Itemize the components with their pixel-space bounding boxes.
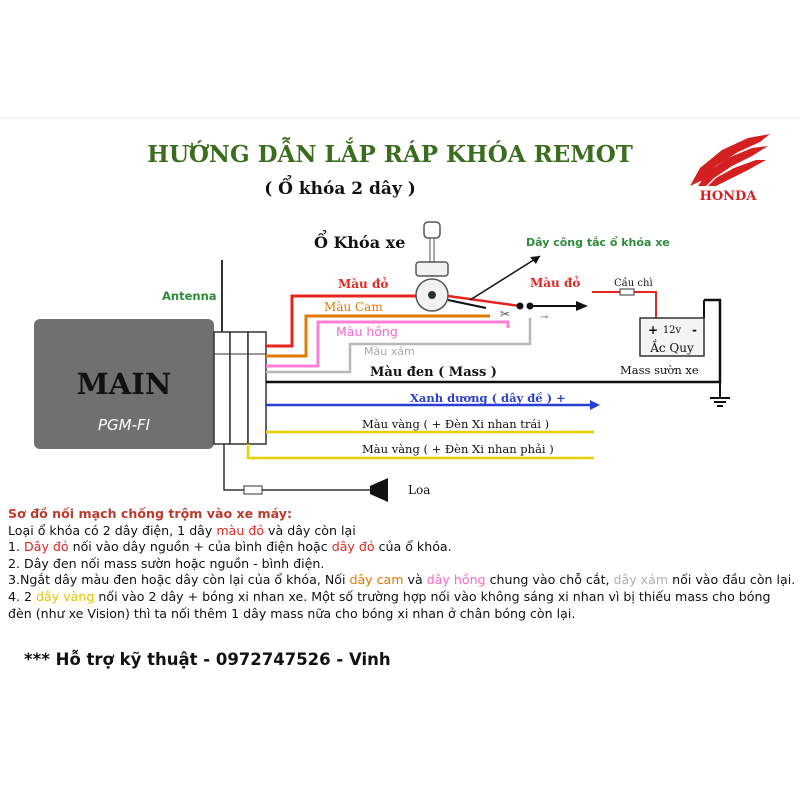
red-arrow-head [576, 301, 588, 311]
speaker-label: Loa [408, 483, 430, 497]
note-text-red: dây đỏ [331, 539, 375, 555]
red-wire-label-2: Màu đỏ [530, 275, 580, 290]
notes-heading: Sơ đồ nối mạch chống trộm vào xe máy: [8, 506, 293, 521]
connector-block-1 [213, 331, 231, 445]
gray-wire [266, 318, 532, 374]
page-title: HƯỚNG DẪN LẮP RÁP KHÓA REMOT [147, 137, 633, 168]
yellow-wire-right-label: Màu vàng ( + Đèn Xi nhan phải ) [362, 442, 554, 456]
orange-wire-label: Màu Cam [324, 300, 383, 314]
note-text-yellow: dây vàng [36, 588, 95, 604]
ignition-lock-icon [415, 261, 449, 312]
note-text: của ổ khóa. [374, 539, 452, 555]
blue-wire-label: Xanh dương ( dây đề ) + [410, 391, 566, 405]
yellow-wire-left-label: Màu vàng ( + Đèn Xi nhan trái ) [362, 417, 549, 431]
pink-wire-label: Màu hồng [336, 324, 398, 339]
note-text-red: màu đỏ [216, 522, 265, 538]
main-label: MAIN [77, 367, 172, 401]
junction-dot-1 [516, 302, 524, 310]
battery-name: Ắc Quy [649, 338, 694, 355]
battery-minus: - [692, 323, 697, 337]
speaker-icon [370, 478, 388, 502]
page-subtitle: ( Ổ khóa 2 dây ) [264, 174, 416, 199]
connector-block-2 [229, 331, 249, 445]
notes-line-3: 3.Ngắt dây màu đen hoặc dây còn lại của … [8, 572, 798, 589]
speaker-connector [243, 485, 263, 495]
note-text-red: Dây đỏ [24, 539, 69, 555]
notes-line-0: Loại ổ khóa có 2 dây điện, 1 dây màu đỏ … [8, 523, 798, 540]
lock-black-out [447, 299, 487, 309]
note-text: 3.Ngắt dây màu đen hoặc dây còn lại của … [8, 572, 350, 588]
clip-icon: ⊸ [540, 312, 548, 323]
connector-block-3 [247, 331, 267, 445]
black-wire-label: Màu đen ( Mass ) [370, 365, 497, 380]
note-text: và dây còn lại [264, 522, 356, 538]
note-text-orange: dây cam [349, 572, 404, 588]
red-wire-fuse-battery [600, 291, 657, 318]
key-icon [423, 221, 441, 265]
lock-red-out [447, 294, 521, 308]
battery-box [639, 317, 705, 357]
notes-line-2: 2. Dây đen nối mass sườn hoặc nguồn - bì… [8, 555, 325, 571]
battery-plus: + [648, 323, 658, 337]
black-wire [266, 298, 722, 384]
note-text: và [403, 572, 427, 588]
instruction-notes: Sơ đồ nối mạch chống trộm vào xe máy: Lo… [8, 506, 798, 622]
note-text: nối vào 2 dây + bóng xi nhan xe. Một số … [8, 588, 771, 621]
gray-wire-label: Màu xám [364, 345, 415, 358]
support-hotline: *** Hỗ trợ kỹ thuật - 0972747526 - Vinh [24, 650, 391, 669]
honda-wing-logo [690, 134, 770, 186]
note-text: 1. [8, 539, 25, 555]
pink-wire [266, 320, 510, 368]
fuse-label: Cầu chì [614, 277, 653, 289]
note-text-pink: dây hồng [426, 572, 486, 588]
orange-wire [266, 314, 490, 358]
switch-wire-label: Dây công tắc ổ khóa xe [526, 236, 670, 249]
lock-label: Ổ Khóa xe [314, 229, 405, 252]
scissors-icon: ✂ [500, 307, 510, 321]
battery-volt: 12v [663, 325, 682, 336]
note-text: Loại ổ khóa có 2 dây điện, 1 dây [8, 522, 217, 538]
blue-wire-arrow [590, 400, 600, 410]
note-text: 4. 2 [8, 588, 37, 604]
note-text: nối vào đầu còn lại. [668, 572, 796, 588]
ground-label: Mass sườn xe [620, 363, 699, 377]
note-text: chung vào chỗ cắt, [485, 572, 614, 588]
model-label: PGM-FI [98, 416, 151, 434]
main-unit-box [34, 319, 214, 449]
yellow-wire-right [246, 444, 594, 460]
antenna-label: Antenna [162, 289, 217, 303]
red-wire-label: Màu đỏ [338, 276, 388, 291]
honda-brand-text: HONDA [700, 189, 758, 204]
notes-line-4: 4. 2 dây vàng nối vào 2 dây + bóng xi nh… [8, 589, 798, 622]
note-text: nối vào dây nguồn + của bình điện hoặc [68, 539, 332, 555]
switch-arrow-head [530, 256, 540, 264]
fuse-icon [619, 288, 635, 296]
speaker-wire [223, 444, 370, 491]
notes-line-1: 1. Dây đỏ nối vào dây nguồn + của bình đ… [8, 539, 798, 556]
note-text-gray: dây xám [613, 572, 669, 588]
switch-arrow-line [469, 255, 541, 301]
red-wire [266, 294, 420, 348]
